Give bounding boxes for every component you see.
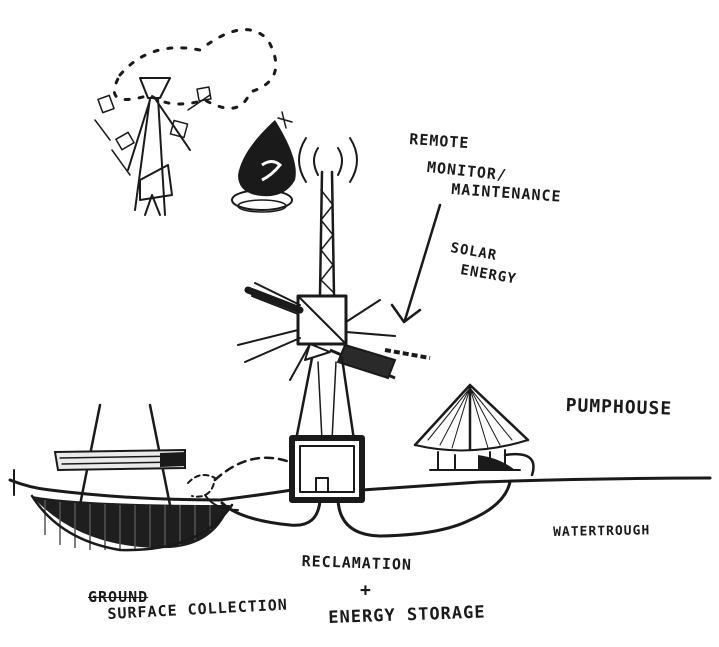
collection-canopy: [55, 405, 186, 505]
dotted-cloud: [114, 30, 276, 109]
pipes: [205, 482, 510, 536]
label-plus: +: [360, 580, 372, 601]
collection-basin: [32, 496, 232, 550]
water-drop-icon: [232, 112, 296, 212]
tower-legs: [296, 358, 354, 440]
pointer-arrow: [392, 205, 440, 322]
signal-waves: [299, 138, 357, 182]
label-reclamation: RECLAMATION: [301, 552, 412, 574]
reclamation-box: [292, 438, 362, 500]
small-wind-turbine: [95, 78, 211, 215]
dashed-connector: [188, 458, 290, 497]
label-pumphouse: PUMPHOUSE: [565, 395, 672, 420]
pumphouse-icon: [415, 385, 533, 475]
label-watertrough: WATERTROUGH: [553, 523, 650, 540]
antenna-mast: [320, 172, 334, 295]
